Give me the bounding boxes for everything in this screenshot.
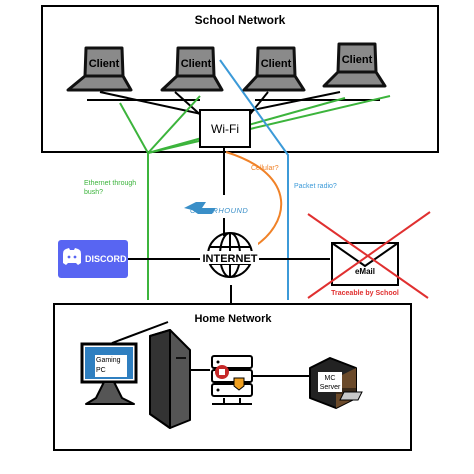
school-network-title: School Network	[195, 13, 286, 27]
cyberhound-logo: CYBERHOUND	[184, 202, 248, 215]
monitor-stand-icon	[85, 381, 135, 405]
client-laptop-3: Client	[242, 46, 306, 92]
home-links	[111, 321, 310, 377]
ethernet-label: Ethernet through	[84, 180, 136, 187]
client-label: Client	[342, 54, 373, 66]
client-laptop-2: Client	[160, 46, 224, 92]
gaming-pc-label-2: PC	[96, 367, 106, 374]
cyberhound-label: CYBERHOUND	[190, 206, 248, 215]
laptop-icon	[66, 46, 133, 92]
discord-icon	[63, 248, 81, 265]
laptop-icon	[242, 46, 306, 92]
pc-tower-icon	[149, 329, 191, 429]
internet-globe: INTERNET	[201, 232, 259, 282]
client-label: Client	[181, 58, 212, 70]
wifi-access-point: Wi-Fi	[199, 109, 251, 148]
client-label: Client	[89, 58, 120, 70]
email-service: eMail Traceable by School	[307, 211, 431, 299]
client-laptop-1: Client	[66, 46, 133, 92]
mc-server: MC Server	[309, 357, 363, 409]
cyberhound-mark-icon	[184, 202, 216, 214]
home-network-title: Home Network	[194, 313, 272, 325]
cross-out-icon	[307, 211, 431, 299]
email-label: eMail	[355, 267, 375, 276]
client-label: Client	[261, 58, 292, 70]
laptop-icon	[160, 46, 224, 92]
wifi-label: Wi-Fi	[211, 122, 239, 136]
client-laptop-4: Client	[322, 42, 387, 88]
internet-label: INTERNET	[203, 253, 258, 265]
cellular-link	[225, 151, 283, 249]
gaming-pc-label: Gaming	[96, 357, 121, 364]
packet-radio-label: Packet radio?	[294, 183, 337, 190]
envelope-icon	[331, 242, 399, 268]
server-label-2: Server	[320, 384, 341, 391]
ethernet-label-2: bush?	[84, 189, 103, 196]
discord-label: DISCORD	[85, 254, 127, 264]
email-note: Traceable by School	[331, 290, 399, 297]
router-stack-icon	[211, 355, 253, 405]
discord-logo: DISCORD	[58, 240, 128, 278]
gaming-pc-monitor: Gaming PC	[80, 342, 138, 405]
shield-badge-icon	[233, 377, 245, 391]
packet-radio-link	[219, 59, 289, 300]
cellular-label: Cellular?	[251, 165, 279, 172]
server-label: MC	[325, 375, 336, 382]
laptop-icon	[322, 42, 387, 88]
